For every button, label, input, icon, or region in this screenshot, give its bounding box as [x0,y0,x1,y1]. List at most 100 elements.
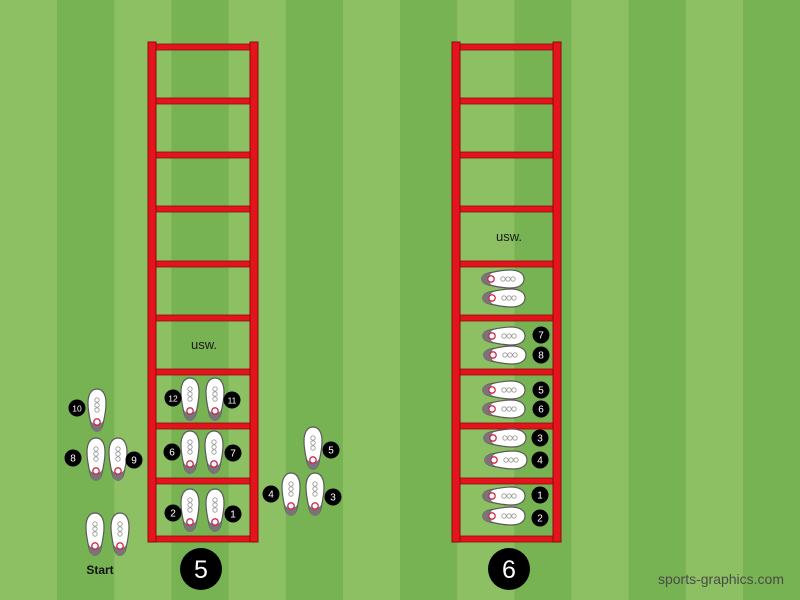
ladder-6-note: usw. [496,229,522,244]
grass-stripe [400,0,458,600]
step-badge-label: 12 [168,394,178,404]
ladder-6-rung [455,422,558,430]
drill-6-step-8: 8 [532,346,550,364]
drill-number-6-text: 6 [502,556,516,584]
ladder-6-rung [455,97,558,105]
grass-stripe [57,0,115,600]
step-badge-circle [125,451,143,469]
step-badge-label: 2 [537,514,543,525]
step-badge-label: 10 [72,404,82,414]
step-badge-circle [322,441,340,459]
ladder-5-note: usw. [191,337,217,352]
ladder-6-rung [455,205,558,213]
step-badge-label: 7 [538,331,544,342]
step-badge-circle [532,326,550,344]
ladder-5-right-rail [249,41,259,543]
step-badge-circle [531,509,549,527]
step-badge-label: 9 [131,456,137,467]
step-badge-label: 3 [330,493,336,504]
step-badge-label: 5 [328,446,334,457]
drill-number-5: 5 [180,548,222,590]
grass-stripe [0,0,58,600]
grass-stripe [685,0,744,600]
ladder-5-rung [151,314,255,322]
drill-5-step-11: 11 [223,391,241,409]
drill-5-step-10: 10 [68,399,86,417]
ladder-6-rung [455,314,558,322]
ladder-6-rung [455,535,558,543]
step-badge-circle [64,449,82,467]
drill-5-step-3: 3 [324,488,342,506]
ladder-5-rungs [151,43,255,543]
ladder-6: usw. [451,41,562,543]
drill-6-step-1: 1 [531,486,549,504]
step-badge-circle [531,451,549,469]
step-badge-circle [68,399,86,417]
step-badge-label: 11 [228,396,237,406]
grass-stripe [342,0,401,600]
drill-number-5-text: 5 [194,556,208,584]
ladder-5-rung [151,368,255,376]
grass-stripe [742,0,800,600]
ladder-5-rung [151,477,255,485]
ladder-6-rung [455,151,558,159]
step-badge-label: 8 [538,351,544,362]
drill-6-step-2: 2 [531,509,549,527]
drill-5-step-2: 2 [164,504,182,522]
drill-5-step-5: 5 [322,441,340,459]
ladder-5-rung [151,43,255,51]
drill-6-step-6: 6 [532,400,550,418]
ladder-6-rung [455,368,558,376]
step-badge-label: 7 [230,449,236,460]
drill-5-step-8: 8 [64,449,82,467]
step-badge-circle [531,486,549,504]
drill-6-step-4: 4 [531,451,549,469]
step-badge-label: 1 [537,491,543,502]
step-badge-label: 5 [538,386,544,397]
ladder-6-left-rail [451,41,461,543]
ladder-5-rung [151,205,255,213]
drill-6-step-7: 7 [532,326,550,344]
grass-stripe [628,0,687,600]
ladder-6-rung [455,260,558,268]
ladder-5-rung [151,151,255,159]
step-badge-circle [223,391,241,409]
ladder-5-rung [151,260,255,268]
grass-stripe [571,0,630,600]
step-badge-label: 4 [268,490,274,501]
drill-5-step-4: 4 [262,485,280,503]
step-badge-circle [324,488,342,506]
step-badge-circle [531,429,549,447]
step-badge-circle [532,346,550,364]
drill-5-step-6: 6 [163,443,181,461]
ladder-5-rung [151,422,255,430]
drill-5-step-7: 7 [224,444,242,462]
step-badge-label: 6 [538,405,544,416]
step-badge-label: 1 [230,510,236,521]
step-badge-circle [262,485,280,503]
step-badge-label: 4 [537,456,543,467]
step-badge-circle [164,504,182,522]
start-label: Start [86,563,113,577]
grass-stripe [114,0,172,600]
drill-6-step-5: 5 [532,381,550,399]
step-badge-circle [224,444,242,462]
drill-5-step-9: 9 [125,451,143,469]
ladder-5-rung [151,97,255,105]
watermark: sports-graphics.com [658,571,784,587]
ladder-6-rung [455,43,558,51]
step-badge-circle [532,381,550,399]
drill-5-step-12: 12 [164,389,182,407]
drill-number-6-circle [488,548,530,590]
ladder-5: usw. [147,41,259,543]
ladder-6-rung [455,477,558,485]
step-badge-label: 8 [70,454,76,465]
step-badge-label: 6 [169,448,175,459]
ladder-5-left-rail [147,41,157,543]
step-badge-label: 2 [170,509,176,520]
drill-number-5-circle [180,548,222,590]
